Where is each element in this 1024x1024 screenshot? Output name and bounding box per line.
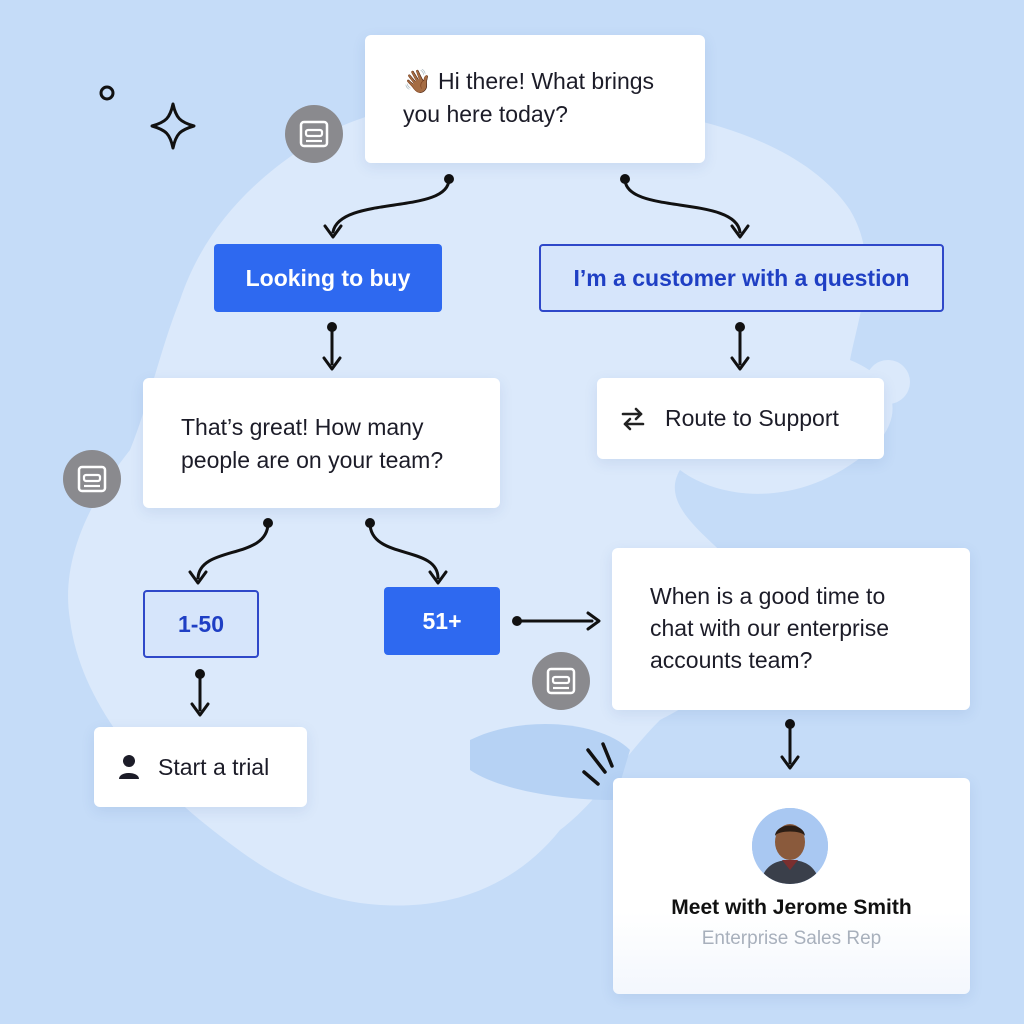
connector-greeting-to-customer <box>623 177 742 234</box>
burst-lines-icon <box>582 742 614 786</box>
swap-arrows-icon <box>619 407 647 431</box>
route-to-support-card: Route to Support <box>597 378 884 459</box>
connector-team-to-large <box>368 521 440 580</box>
enterprise-question-card: When is a good time to chat with our ent… <box>612 548 970 710</box>
greeting-line-2: you here today? <box>403 101 568 127</box>
team-question-line-1: That’s great! How many <box>181 414 424 440</box>
enterprise-line-1: When is a good time to <box>650 583 886 609</box>
wave-emoji: 👋🏾 <box>403 68 432 94</box>
meeting-title: Meet with Jerome Smith <box>671 896 912 919</box>
connector-greeting-to-buy <box>331 177 451 234</box>
chat-bot-icon <box>63 450 121 508</box>
connector-team-to-small <box>196 521 270 580</box>
meeting-role: Enterprise Sales Rep <box>701 928 882 949</box>
meeting-card: Meet with Jerome Smith Enterprise Sales … <box>613 778 970 994</box>
greeting-card: 👋🏾 Hi there! What brings you here today? <box>365 35 705 163</box>
chat-bot-icon <box>532 652 590 710</box>
arrowheads <box>188 224 800 770</box>
team-size-question-card: That’s great! How many people are on you… <box>143 378 500 508</box>
sparkle-icon <box>150 102 196 150</box>
start-trial-label: Start a trial <box>158 753 270 780</box>
looking-to-buy-button[interactable]: Looking to buy <box>214 244 442 312</box>
start-trial-card: Start a trial <box>94 727 307 807</box>
chat-bot-icon <box>285 105 343 163</box>
enterprise-line-2: chat with our enterprise <box>650 615 890 641</box>
team-question-line-2: people are on your team? <box>181 447 444 473</box>
avatar <box>752 808 828 884</box>
decor-ring-icon <box>99 85 115 101</box>
person-icon <box>118 754 140 780</box>
greeting-line-1: Hi there! What brings <box>438 68 655 94</box>
route-to-support-label: Route to Support <box>665 405 839 431</box>
team-size-51-plus-button[interactable]: 51+ <box>384 587 500 655</box>
team-size-1-50-button[interactable]: 1-50 <box>143 590 259 658</box>
customer-question-button[interactable]: I’m a customer with a question <box>539 244 944 312</box>
enterprise-line-3: accounts team? <box>650 647 813 673</box>
